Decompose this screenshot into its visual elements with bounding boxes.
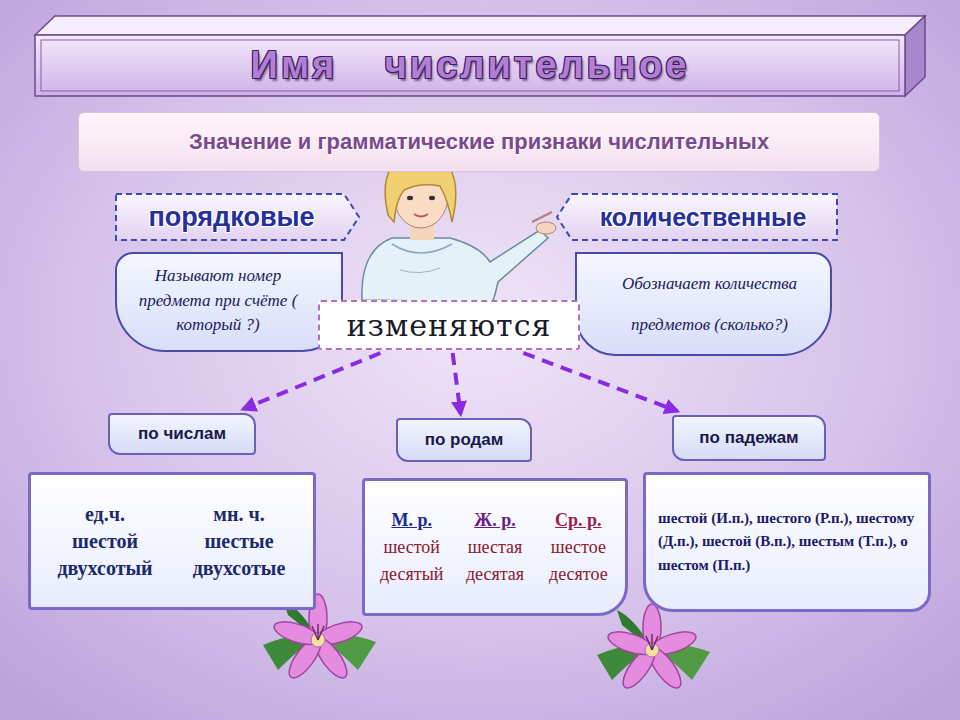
table-cell: шестой: [72, 528, 138, 555]
table-cell: шестой: [383, 534, 440, 561]
tag-shape: [116, 194, 359, 240]
title-bar: [35, 16, 925, 96]
node-text: шестой (И.п.), шестого (Р.п.), шестому (…: [658, 507, 916, 577]
node-text: по числам: [138, 424, 226, 444]
node-text: по родам: [425, 430, 504, 450]
table-cell: М. р.: [391, 507, 432, 534]
node-text: изменяются: [347, 308, 552, 343]
dashed-arrow: [453, 353, 461, 414]
dashed-arrow: [243, 353, 380, 409]
table-cell: шестая: [468, 534, 523, 561]
definition-box: Обозначает количества предметов (сколько…: [575, 252, 832, 356]
tag-shape: [557, 194, 837, 240]
node-text: Называют номер предмета при счёте ( кото…: [129, 264, 307, 338]
definition-box: Называют номер предмета при счёте ( кото…: [115, 252, 343, 352]
table-cell: двухсотый: [57, 555, 152, 582]
table-cell: ед.ч.: [85, 501, 125, 528]
table-cell: Ж. р.: [474, 507, 515, 534]
table-cell: мн. ч.: [213, 501, 264, 528]
example-box: М. р. Ж. р. Ср. р. шестой шестая шестое десяты…: [362, 478, 628, 616]
table-cell: двухсотые: [193, 555, 286, 582]
example-box: ед.ч. мн. ч. шестой шестые двухсотый двухсоты…: [28, 472, 316, 610]
table-cell: десятая: [466, 561, 524, 588]
feature-tab: по падежам: [672, 415, 826, 461]
node-text: Значение и грамматические признаки числи…: [189, 129, 769, 155]
feature-tab: по числам: [108, 413, 256, 455]
table-cell: шестые: [204, 528, 273, 555]
subtitle-band: Значение и грамматические признаки числи…: [78, 112, 880, 172]
node-text: по падежам: [699, 428, 798, 448]
node-text: Обозначает количества предметов (сколько…: [601, 264, 818, 346]
category-tag: порядковые: [115, 193, 360, 241]
teacher-illustration: [362, 156, 556, 302]
table-cell: Ср. р.: [555, 507, 602, 534]
node-text: порядковые: [148, 202, 314, 233]
table-cell: десятое: [549, 561, 608, 588]
feature-tab: по родам: [396, 418, 532, 462]
table-cell: десятый: [380, 561, 443, 588]
table-cell: шестое: [551, 534, 606, 561]
change-box: изменяются: [318, 300, 580, 350]
category-tag: количественные: [556, 193, 838, 241]
diagram-title: Имя числительное: [35, 36, 905, 94]
dashed-arrow: [523, 353, 677, 411]
example-box: шестой (И.п.), шестого (Р.п.), шестому (…: [643, 472, 931, 612]
node-text: количественные: [600, 203, 807, 232]
